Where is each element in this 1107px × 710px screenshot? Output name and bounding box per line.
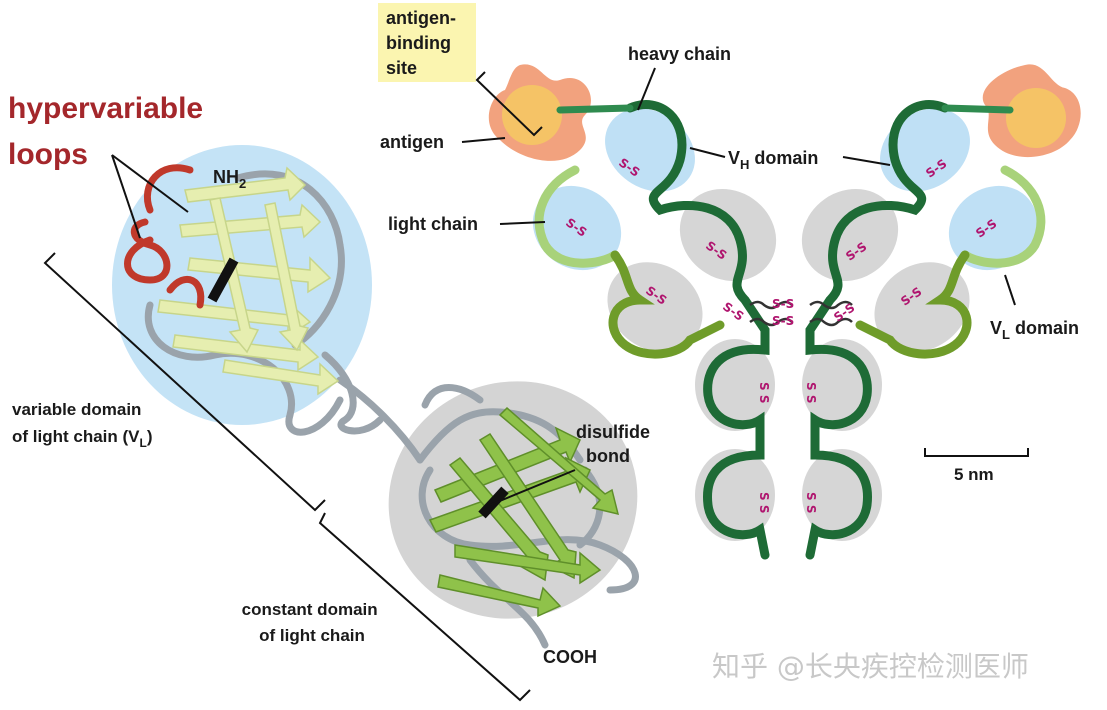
heavy-chain-tips: [556, 104, 1014, 114]
nh2-main: NH: [213, 167, 239, 187]
constant-domain-line-2: of light chain: [259, 626, 365, 645]
ss-marker-ch2-right: S S: [804, 382, 818, 403]
vh-domain-label: VH domain: [728, 148, 818, 172]
antigen-label: antigen: [380, 132, 444, 152]
disulfide-bond-line-1: disulfide: [576, 422, 650, 442]
constant-domain-line-1: constant domain: [242, 600, 378, 619]
domain-background-ellipses: [532, 108, 1038, 541]
hypervariable-loop-ribbons: [124, 164, 205, 309]
ss-marker-ch3-right: S S: [804, 492, 818, 513]
variable-domain-subscript: L: [140, 436, 147, 450]
nh2-label: NH2: [213, 167, 246, 191]
constant-beta-strands: [428, 406, 620, 618]
light-chain-right-constant: [855, 250, 972, 359]
variable-domain-label: variable domain of light chain (VL): [12, 400, 153, 450]
watermark-text: 知乎 @长央疾控检测医师: [712, 650, 1029, 683]
antigen-binding-site-line-1: antigen-: [386, 8, 456, 28]
light-chain-left-variable: [534, 165, 620, 268]
light-chain-traces: [534, 165, 1046, 359]
antigen-binding-site-bracket: [475, 71, 543, 137]
light-chain-left-constant: [608, 250, 725, 359]
vh-main: V: [728, 148, 740, 168]
binding-site-right: [1006, 88, 1066, 148]
vl-sub: L: [1002, 327, 1010, 342]
constant-domain-bracket: [318, 512, 531, 702]
hinge-region-coils: [749, 300, 853, 327]
scale-bar-label: 5 nm: [954, 465, 994, 484]
light-chain-label: light chain: [388, 214, 478, 234]
vl-main: V: [990, 318, 1002, 338]
antigen-binding-site-line-2: binding: [386, 33, 451, 53]
grey-coil-loops: [144, 170, 639, 649]
heavy-chain-left: [625, 100, 770, 560]
vh-rest: domain: [749, 148, 818, 168]
variable-domain-line-1: variable domain: [12, 400, 141, 419]
hypervariable-loops-line-1: hypervariable: [8, 92, 203, 125]
antigen-binding-site-label: antigen- binding site: [386, 8, 461, 78]
ss-marker-hinge-bottom: S-S: [772, 314, 794, 328]
hypervariable-loops-line-2: loops: [8, 138, 88, 171]
left-leader-lines: [111, 154, 576, 506]
disulfide-bond-label: disulfide bond: [576, 422, 655, 466]
vl-rest: domain: [1010, 318, 1079, 338]
ss-marker-hinge-right: S-S: [831, 300, 857, 324]
antigen-binding-site-line-3: site: [386, 58, 417, 78]
variable-domain-close: ): [147, 427, 153, 446]
antibody-y-schematic: S-S S-S S-S S-S S-S S-S S-S S-S S-S S-S …: [378, 3, 1081, 560]
scale-bar: [924, 448, 1029, 457]
nh2-sub: 2: [239, 176, 246, 191]
light-chain-right-variable: [960, 165, 1046, 268]
light-chain-ribbon-illustration: hypervariable loops NH2 variable domain …: [8, 92, 655, 702]
heavy-chain-label: heavy chain: [628, 44, 731, 64]
variable-domain-line-2: of light chain (V: [12, 427, 140, 446]
heavy-chain-right: [805, 100, 950, 560]
ss-marker-hinge-top: S-S: [772, 297, 794, 311]
variable-domain-bracket: [43, 252, 326, 512]
ss-marker-ch3-left: S S: [757, 492, 771, 513]
disulfide-bond-line-2: bond: [586, 446, 630, 466]
ss-marker-ch2-left: S S: [757, 382, 771, 403]
right-leader-lines: [461, 67, 1016, 306]
constant-domain-label: constant domain of light chain: [242, 600, 383, 645]
vh-sub: H: [740, 157, 749, 172]
binding-site-left: [502, 85, 562, 145]
heavy-chain-traces: [625, 100, 950, 560]
cooh-label: COOH: [543, 647, 597, 667]
variable-beta-strands: [157, 166, 340, 396]
vl-domain-label: VL domain: [990, 318, 1079, 342]
hypervariable-loops-label: hypervariable loops: [8, 92, 211, 171]
domain-brackets: [43, 252, 531, 702]
antigen-binding-site-highlight: [378, 3, 476, 82]
antigen-shapes: [488, 64, 1081, 161]
variable-disulfide-bond-mark: [207, 257, 239, 303]
